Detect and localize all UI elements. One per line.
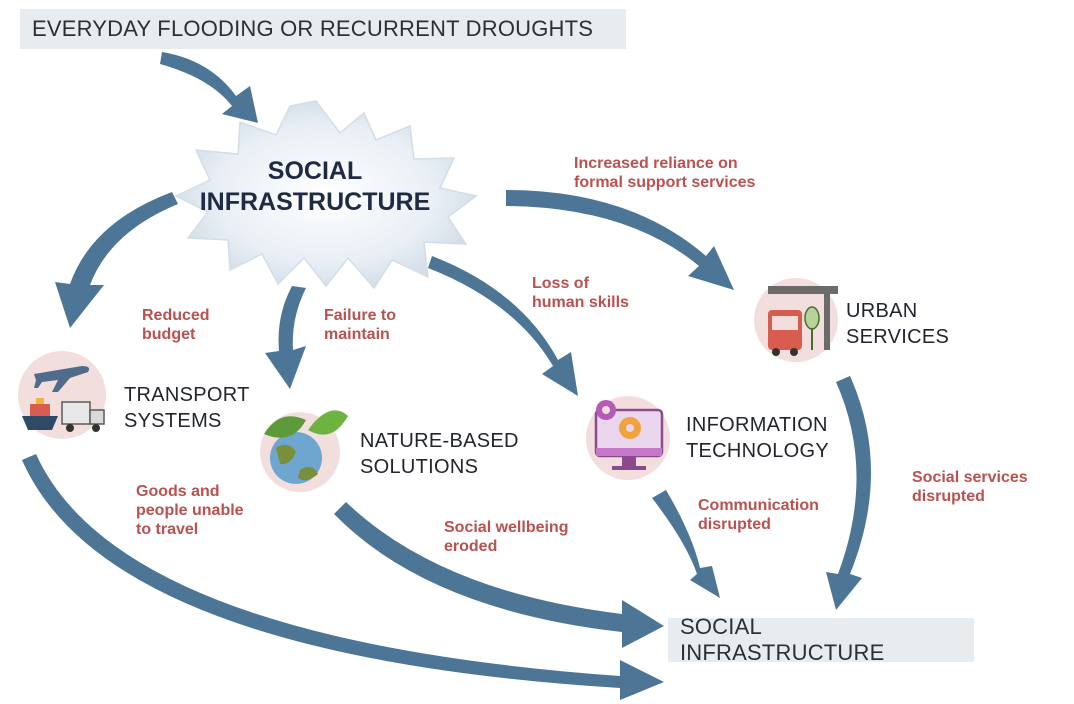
arrow-hub-to-it [428,256,578,396]
transport-icon [18,351,106,439]
effect-goods-people: Goods and people unable to travel [136,482,244,539]
hub-title: SOCIAL INFRASTRUCTURE [180,156,450,218]
effect-communication: Communication disrupted [698,496,819,534]
effect-line: formal support services [574,174,756,191]
effect-line: Social services [912,469,1028,486]
globe-leaf-icon [260,410,348,492]
node-it-label: INFORMATION TECHNOLOGY [686,412,829,464]
effect-line: human skills [532,294,629,311]
transport-line2: SYSTEMS [124,410,222,432]
effect-services-disrupted: Social services disrupted [912,468,1028,506]
effect-line: Loss of [532,275,589,292]
effect-reliance: Increased reliance on formal support ser… [574,154,755,192]
computer-gears-icon [586,396,670,480]
effect-line: Communication [698,497,819,514]
hub-burst-shape [174,100,478,290]
arrow-hub-to-urban [506,190,734,290]
effect-line: to travel [136,521,199,538]
node-transport-label: TRANSPORT SYSTEMS [124,382,250,434]
bottom-box: SOCIAL INFRASTRUCTURE [668,614,974,665]
effect-line: Increased reliance on [574,155,738,172]
bus-stop-icon [754,278,838,362]
hub-title-line1: SOCIAL [267,157,363,185]
effect-loss-skills: Loss of human skills [532,274,629,312]
effect-line: disrupted [912,488,985,505]
effect-line: disrupted [698,516,771,533]
arrow-top-to-hub [160,52,258,123]
arrow-transport-to-bottom [22,454,664,700]
effect-wellbeing: Social wellbeing eroded [444,518,568,556]
urban-line1: URBAN [846,300,918,322]
arrow-hub-to-transport [55,192,178,328]
top-box-label: EVERYDAY FLOODING OR RECURRENT DROUGHTS [32,16,594,41]
arrow-hub-to-nature [265,286,306,389]
bottom-box-label: SOCIAL INFRASTRUCTURE [680,614,885,665]
urban-line2: SERVICES [846,326,950,348]
hub-title-line2: INFRASTRUCTURE [199,188,431,216]
node-nature-label: NATURE-BASED SOLUTIONS [360,428,519,480]
arrow-it-to-bottom [652,490,720,598]
effect-failure-maintain: Failure to maintain [324,306,396,344]
nature-line2: SOLUTIONS [360,456,479,478]
arrows [22,52,871,700]
arrow-urban-to-bottom [826,376,871,610]
effect-reduced-budget: Reduced budget [142,306,210,344]
node-urban-label: URBAN SERVICES [846,298,949,350]
effect-line: budget [142,326,196,343]
it-line2: TECHNOLOGY [686,440,830,462]
effect-line: Reduced [142,307,210,324]
it-line1: INFORMATION [686,414,828,436]
effect-line: maintain [324,326,390,343]
effect-line: people unable [136,502,244,519]
effect-line: Goods and [136,483,220,500]
top-box: EVERYDAY FLOODING OR RECURRENT DROUGHTS [20,9,626,49]
effect-line: eroded [444,538,498,555]
transport-line1: TRANSPORT [124,384,250,406]
nature-line1: NATURE-BASED [360,430,519,452]
effect-line: Social wellbeing [444,519,569,536]
arrow-nature-to-bottom [334,502,664,648]
effect-line: Failure to [324,307,397,324]
